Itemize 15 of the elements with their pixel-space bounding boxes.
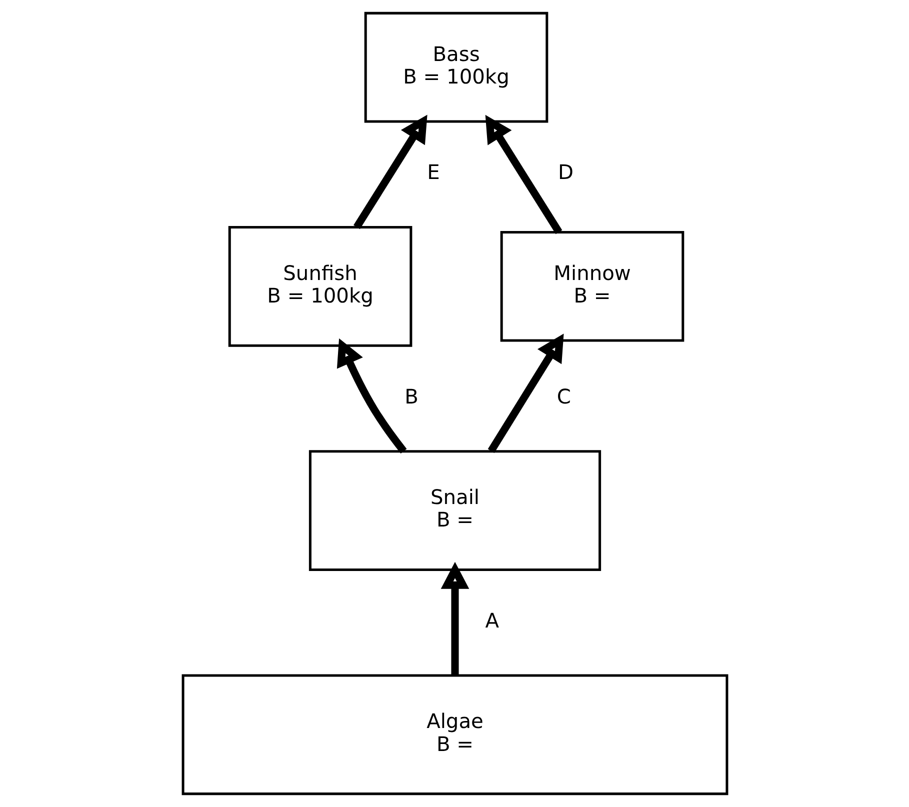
arrow — [440, 562, 469, 676]
node-box: Sunfish B = 100kg — [228, 226, 412, 347]
arrow — [487, 334, 564, 454]
node-box: Bass B = 100kg — [364, 12, 548, 123]
node-box: Minnow B = — [500, 231, 684, 342]
arrow — [336, 338, 406, 454]
edge-label: D — [557, 160, 573, 184]
edge-label: A — [484, 608, 498, 632]
edge-label: E — [426, 160, 440, 184]
edge-label: B — [404, 384, 418, 408]
arrow — [484, 114, 562, 234]
edge-label: C — [556, 384, 570, 408]
arrow — [353, 114, 427, 230]
node-box: Snail B = — [308, 450, 601, 571]
node-box: Algae B = — [181, 674, 728, 796]
